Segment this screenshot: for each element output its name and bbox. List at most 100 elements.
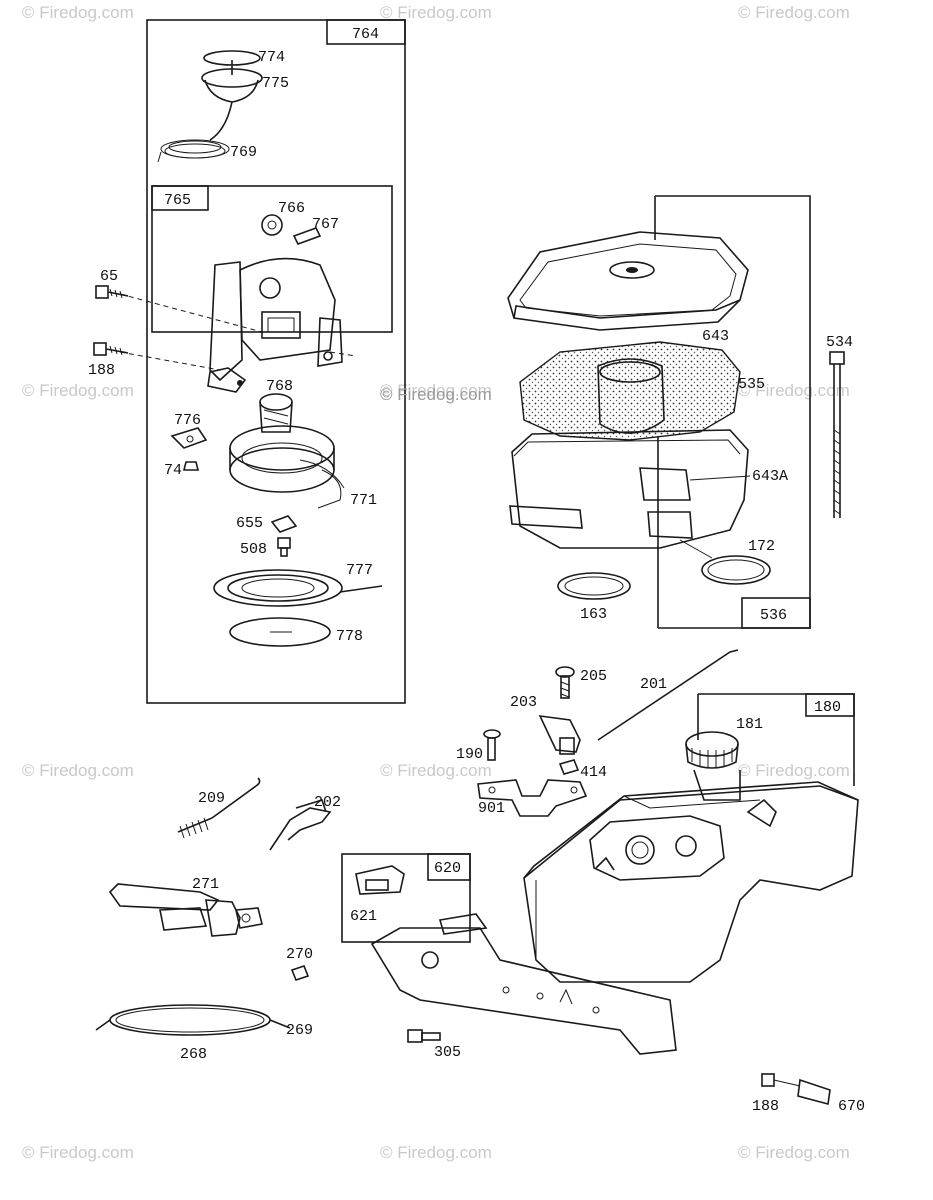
group-box-536 [655,195,811,629]
lever-271 [108,883,263,937]
part-label-268: 268 [180,1046,207,1063]
part-label-767: 767 [312,216,339,233]
part-label-269: 269 [286,1022,313,1039]
fuel-tank [523,781,859,983]
screw-508 [277,537,291,557]
watermark: © Firedog.com [22,761,134,780]
part-label-777: 777 [346,562,373,579]
watermark: © Firedog.com [380,381,492,400]
foam-element-643 [519,341,741,441]
fuel-cap-181 [685,731,741,801]
group-box-620 [341,853,471,943]
gasket-163 [557,572,631,600]
box-label-764: 764 [352,26,379,43]
part-label-172: 172 [748,538,775,555]
part-label-534: 534 [826,334,853,351]
part-label-778: 778 [336,628,363,645]
part-label-769: 769 [230,144,257,161]
pulley-766 [261,214,283,236]
watermark: © Firedog.com [22,381,134,400]
box-tag-180 [805,693,855,717]
box-tag-764 [326,19,406,45]
cable-268 [95,1004,291,1036]
part-label-771: 771 [350,492,377,509]
part-label-774: 774 [258,49,285,66]
part-label-163: 163 [580,606,607,623]
starter-pulley [229,393,345,509]
part-label-190: 190 [456,746,483,763]
group-box-764 [146,19,406,704]
gasket-172 [679,539,771,585]
part-label-414: 414 [580,764,607,781]
box-label-765: 765 [164,192,191,209]
screw-188b-bushing-670 [761,1073,831,1106]
watermark: © Firedog.com [380,3,492,22]
starter-handle [201,50,263,103]
group-620: 620 621 [341,853,471,943]
watermark-center: © Firedog.com [380,385,492,404]
retainer-655 [270,515,298,533]
part-label-205: 205 [580,668,607,685]
bracket-901 [477,779,588,817]
part-label-655: 655 [236,515,263,532]
part-label-74: 74 [164,462,182,479]
part-label-270: 270 [286,946,313,963]
group-764: 764 774 775 769 765 766 767 [88,19,406,704]
part-label-768: 768 [266,378,293,395]
watermark: © Firedog.com [380,761,492,780]
watermark: © Firedog.com [738,1143,850,1162]
part-label-901: 901 [478,800,505,817]
spring-777 [213,569,383,607]
part-label-181: 181 [736,716,763,733]
part-label-203: 203 [510,694,537,711]
gasket-778 [229,617,331,647]
box-label-620: 620 [434,860,461,877]
part-label-670: 670 [838,1098,865,1115]
part-label-508: 508 [240,541,267,558]
nut-414 [558,759,580,775]
box-tag-536 [741,597,811,629]
box-label-180: 180 [814,699,841,716]
part-label-775: 775 [262,75,289,92]
screw-205 [555,666,575,699]
screw-190 [483,729,501,761]
screw-65 [95,285,129,299]
lever-203 [538,715,581,755]
part-label-202: 202 [314,794,341,811]
part-label-188b: 188 [752,1098,779,1115]
watermark-layer: © Firedog.com © Firedog.com © Firedog.co… [22,3,850,1162]
watermark: © Firedog.com [738,381,850,400]
watermark: © Firedog.com [22,1143,134,1162]
control-plate [370,913,677,1055]
spring-209 [177,777,261,839]
part-label-621: 621 [350,908,377,925]
part-label-65: 65 [100,268,118,285]
part-label-201: 201 [640,676,667,693]
box-tag-620 [427,853,471,881]
part-label-766: 766 [278,200,305,217]
watermark: © Firedog.com [380,1143,492,1162]
group-180: 180 181 [523,693,859,983]
bolt-305 [407,1029,441,1043]
screw-188 [93,342,129,356]
starter-housing [119,257,357,393]
bolt-534 [829,351,845,518]
part-label-535: 535 [738,376,765,393]
watermark: © Firedog.com [738,761,850,780]
box-label-536: 536 [760,607,787,624]
link-202 [269,799,332,851]
box-tag-765 [151,185,209,211]
part-label-209: 209 [198,790,225,807]
watermark: © Firedog.com [738,3,850,22]
watermark: © Firedog.com [22,3,134,22]
pawl-776 [170,427,208,449]
part-label-643a: 643A [752,468,788,485]
nut-270 [290,965,310,981]
part-label-305: 305 [434,1044,461,1061]
link-201 [597,649,739,741]
screw-74 [182,461,200,471]
part-label-643: 643 [702,328,729,345]
air-cleaner-cover [507,231,749,331]
group-536: 536 643 535 643A [507,195,811,629]
part-label-776: 776 [174,412,201,429]
